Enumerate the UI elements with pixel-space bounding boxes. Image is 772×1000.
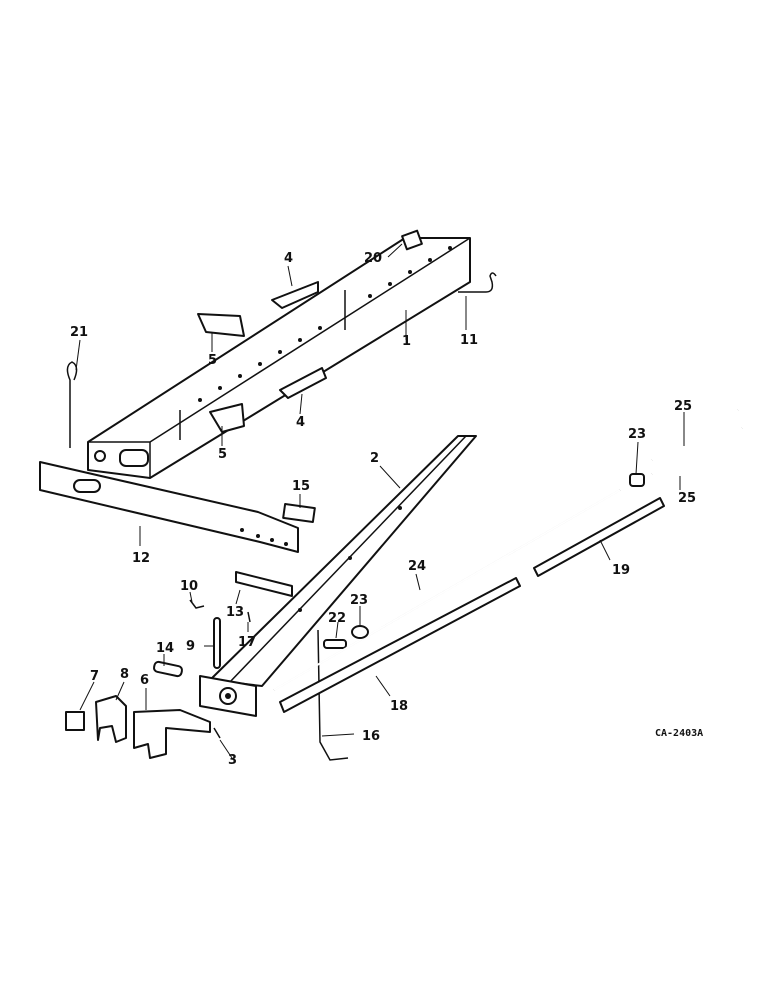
link-14-part bbox=[153, 660, 183, 678]
callout-14: 14 bbox=[156, 641, 174, 656]
bracket-4-upper-part bbox=[271, 281, 319, 309]
bracket-5-upper-part bbox=[197, 313, 245, 337]
rod-25-upper-part bbox=[651, 408, 739, 462]
plate-20-part bbox=[401, 229, 423, 251]
rod-24-part bbox=[273, 489, 621, 691]
callout-25-lower: 25 bbox=[678, 491, 696, 506]
callout-2: 2 bbox=[370, 451, 379, 466]
leader-lines bbox=[75, 243, 685, 759]
bolt-17-part bbox=[247, 611, 251, 623]
callout-11: 11 bbox=[460, 333, 478, 348]
callout-15: 15 bbox=[292, 479, 310, 494]
callout-1: 1 bbox=[402, 334, 411, 349]
hitch-assembly-part bbox=[199, 675, 257, 717]
frame-bar-part bbox=[87, 237, 471, 479]
rod-25-lower-part bbox=[651, 426, 743, 476]
callout-13: 13 bbox=[226, 605, 244, 620]
callout-4-upper: 4 bbox=[284, 251, 293, 266]
callout-8: 8 bbox=[120, 667, 129, 682]
link-22-part bbox=[323, 639, 347, 649]
callout-20: 20 bbox=[364, 251, 382, 266]
callout-10: 10 bbox=[180, 579, 198, 594]
callout-12: 12 bbox=[132, 551, 150, 566]
callout-24: 24 bbox=[408, 559, 426, 574]
callout-5-upper: 5 bbox=[208, 353, 217, 368]
plate-7-part bbox=[65, 711, 85, 731]
callout-21: 21 bbox=[70, 325, 88, 340]
bracket-5-lower-part bbox=[209, 403, 245, 433]
coupler-23-lower-part bbox=[351, 625, 369, 639]
plate-15-part bbox=[282, 502, 316, 524]
callout-5-lower: 5 bbox=[218, 447, 227, 462]
callout-17: 17 bbox=[238, 635, 256, 650]
callout-19: 19 bbox=[612, 563, 630, 578]
block-13-part bbox=[235, 571, 293, 597]
callout-3: 3 bbox=[228, 753, 237, 768]
rod-19-part bbox=[533, 497, 665, 577]
rod-18-part bbox=[279, 577, 521, 713]
pin-9-part bbox=[213, 617, 221, 669]
bracket-6-part bbox=[133, 709, 211, 759]
bolt-10-part bbox=[189, 599, 205, 609]
bolt-3-part bbox=[213, 727, 221, 739]
hook-21-part bbox=[66, 361, 78, 448]
long-plate-12-part bbox=[39, 461, 299, 553]
hook-rod-11-part bbox=[458, 272, 497, 293]
drawing-code: CA-2403A bbox=[655, 728, 703, 739]
callout-16: 16 bbox=[362, 729, 380, 744]
callout-25-upper: 25 bbox=[674, 399, 692, 414]
callout-4-lower: 4 bbox=[296, 415, 305, 430]
callout-6: 6 bbox=[140, 673, 149, 688]
callout-9: 9 bbox=[186, 639, 195, 654]
callout-18: 18 bbox=[390, 699, 408, 714]
callout-22: 22 bbox=[328, 611, 346, 626]
bracket-8-part bbox=[95, 695, 127, 743]
coupler-23-upper-part bbox=[629, 473, 645, 487]
callout-23-upper: 23 bbox=[628, 427, 646, 442]
callout-23-lower: 23 bbox=[350, 593, 368, 608]
bracket-4-lower-part bbox=[279, 367, 327, 399]
callout-7: 7 bbox=[90, 669, 99, 684]
